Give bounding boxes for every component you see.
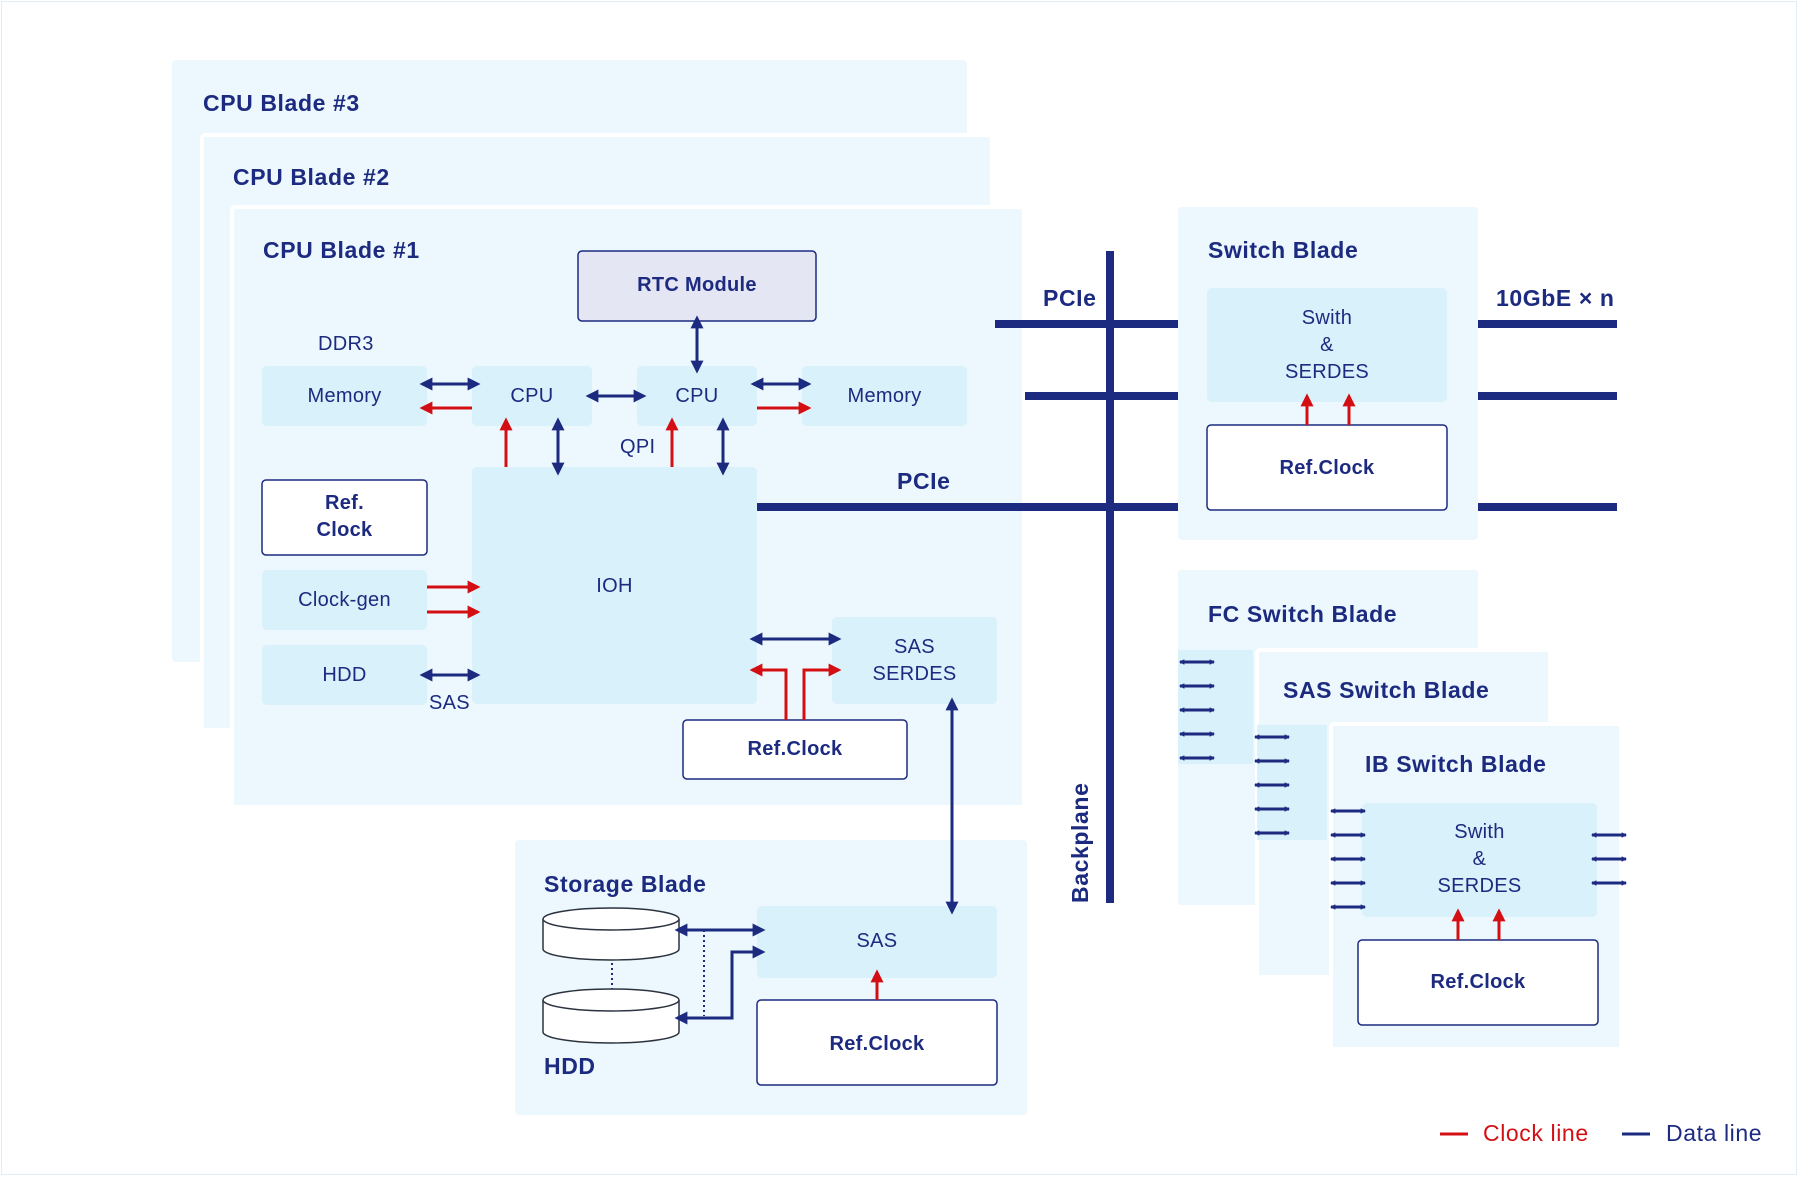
sas-serdes-line2: SERDES [872,663,957,685]
fc-switch-inner-block [1178,650,1253,764]
memory-left-block [262,366,427,426]
pcie-top-label: PCIe [1043,285,1097,311]
sas-switch-inner-block [1257,725,1327,840]
ten-gbe-label: 10GbE × n [1496,285,1615,311]
cpu-blade-1-title: CPU Blade #1 [263,237,420,263]
legend-clock-line: Clock line [1483,1120,1589,1146]
memory-right-label: Memory [847,385,922,407]
cpu-left-block [472,366,592,426]
cpu-right-label: CPU [675,385,719,407]
ref-clock-left-line1: Ref. [325,492,364,514]
switch-blade-title: Switch Blade [1208,237,1359,263]
data-lines [419,315,959,1025]
hdd-cylinder-bottom [542,988,680,1044]
fc-switch-port-arrows [1178,659,1216,761]
switch-serdes-label: SERDES [1284,361,1370,383]
ddr3-label: DDR3 [318,333,374,355]
hdd-block [262,645,427,705]
switch-serdes-block [1207,288,1447,402]
ib-serdes-block [1362,803,1597,917]
ib-switch-blade-title: IB Switch Blade [1365,751,1547,777]
cpu-blade-2-title: CPU Blade #2 [233,164,390,190]
ib-swith-label: Swith [1454,821,1505,843]
legend-data-line: Data line [1666,1120,1763,1146]
backplane-bus [757,251,1617,903]
backplane-label: Backplane [1067,782,1093,903]
clock-lines [419,393,1506,1000]
clock-gen-block [262,570,427,630]
cpu-left-label: CPU [510,385,554,407]
hdd-label: HDD [322,664,367,686]
ib-amp-label: & [1472,848,1487,870]
ib-serdes-label: SERDES [1437,875,1522,897]
ib-switch-right-port-arrows [1590,832,1628,886]
ioh-block [472,467,757,704]
sas-label: SAS [429,692,470,714]
cpu-blade-3-title: CPU Blade #3 [203,90,360,116]
cpu-right-block [637,366,757,426]
switch-amp-label: & [1320,334,1334,356]
ref-clock-left-line2: Clock [316,519,373,541]
rtc-module-label: RTC Module [637,274,757,296]
storage-ref-clock-label: Ref.Clock [829,1033,925,1055]
storage-sas-label: SAS [856,930,898,952]
memory-right-block [802,366,967,426]
storage-hdd-label: HDD [544,1053,596,1079]
fc-switch-blade-title: FC Switch Blade [1208,601,1398,627]
sas-switch-blade-title: SAS Switch Blade [1283,677,1490,703]
ref-clock-bottom-block [682,719,908,780]
clock-gen-label: Clock-gen [298,589,391,611]
ref-clock-left-block [261,479,428,556]
qpi-label: QPI [620,436,656,458]
switch-ref-clock-block [1206,424,1448,511]
storage-sas-block [757,906,997,978]
sas-serdes-line1: SAS [894,636,935,658]
ioh-label: IOH [596,575,633,597]
memory-left-label: Memory [307,385,382,407]
pcie-mid-label: PCIe [897,468,951,494]
ref-clock-bottom-label: Ref.Clock [747,738,843,760]
switch-ref-clock-label: Ref.Clock [1279,457,1375,479]
sas-serdes-block [832,617,997,704]
ib-switch-left-port-arrows [1329,808,1367,910]
switch-swith-label: Swith [1301,307,1353,329]
sas-switch-port-arrows [1253,734,1291,836]
ib-ref-clock-label: Ref.Clock [1430,971,1526,993]
storage-blade-title: Storage Blade [544,871,707,897]
hdd-cylinder-top [542,907,680,961]
ib-ref-clock-block [1357,939,1599,1026]
